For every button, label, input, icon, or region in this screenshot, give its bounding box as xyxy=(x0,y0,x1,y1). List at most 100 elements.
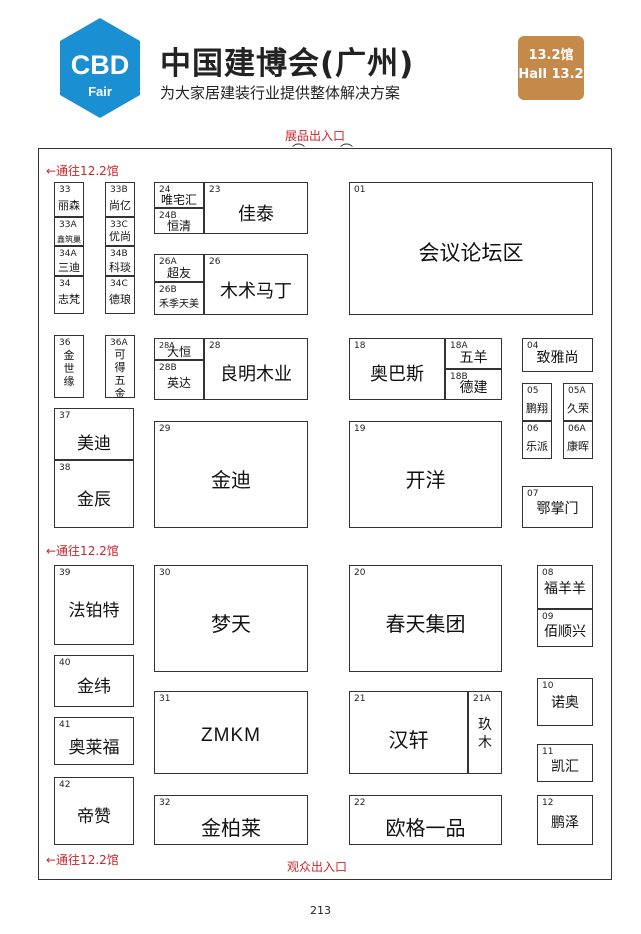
booth-37[interactable]: 37 美迪 xyxy=(54,408,134,460)
booth-33c[interactable]: 33C 优尚 xyxy=(105,217,135,246)
booth-33[interactable]: 33 丽森 xyxy=(54,182,84,217)
booth-19[interactable]: 19 开洋 xyxy=(349,421,502,528)
booth-28a[interactable]: 28A 大恒 xyxy=(154,338,204,360)
booth-name: 金辰 xyxy=(77,490,111,510)
booth-name: 可得五金 xyxy=(114,348,126,400)
booth-number: 33C xyxy=(110,220,128,230)
booth-number: 30 xyxy=(159,568,171,578)
booth-01[interactable]: 01 会议论坛区 xyxy=(349,182,593,315)
booth-number: 26 xyxy=(209,257,221,267)
booth-number: 34 xyxy=(59,279,71,289)
booth-26b[interactable]: 26B 禾季天美 xyxy=(154,282,204,315)
booth-name: 鹏泽 xyxy=(551,815,579,831)
booth-05a[interactable]: 05A 久荣 xyxy=(563,383,593,421)
booth-23[interactable]: 23 佳泰 xyxy=(204,182,308,234)
booth-32[interactable]: 32 金柏莱 xyxy=(154,795,308,845)
booth-name: 春天集团 xyxy=(385,612,466,636)
booth-06a[interactable]: 06A 康晖 xyxy=(563,421,593,459)
booth-34[interactable]: 34 志梵 xyxy=(54,276,84,314)
booth-name: 康晖 xyxy=(567,440,589,453)
booth-18b[interactable]: 18B 德建 xyxy=(445,369,502,400)
booth-40[interactable]: 40 金纬 xyxy=(54,655,134,707)
booth-18a[interactable]: 18A 五羊 xyxy=(445,338,502,369)
booth-name: 开洋 xyxy=(405,468,446,492)
booth-number: 05A xyxy=(568,386,586,396)
booth-42[interactable]: 42 帝赞 xyxy=(54,777,134,845)
booth-number: 34C xyxy=(110,279,128,289)
booth-name: 优尚 xyxy=(109,230,131,243)
booth-name: 凯汇 xyxy=(551,759,579,775)
booth-05[interactable]: 05 鹏翔 xyxy=(522,383,552,421)
booth-24[interactable]: 24 唯宅汇 xyxy=(154,182,204,208)
booth-34b[interactable]: 34B 科琰 xyxy=(105,246,135,276)
booth-26[interactable]: 26 木术马丁 xyxy=(204,254,308,315)
booth-name: 鑫筑巢 xyxy=(57,235,81,244)
booth-name: 乐派 xyxy=(526,440,548,453)
booth-number: 08 xyxy=(542,568,554,578)
booth-31[interactable]: 31 ZMKM xyxy=(154,691,308,774)
booth-04[interactable]: 04 致雅尚 xyxy=(522,338,593,372)
booth-28b[interactable]: 28B 英达 xyxy=(154,360,204,400)
booth-34a[interactable]: 34A 三迪 xyxy=(54,246,84,276)
booth-number: 05 xyxy=(527,386,539,396)
booth-24b[interactable]: 24B 恒清 xyxy=(154,208,204,234)
passage-label-bottom: ←通往12.2馆 xyxy=(46,853,119,867)
booth-10[interactable]: 10 诺奥 xyxy=(537,678,593,726)
booth-30[interactable]: 30 梦天 xyxy=(154,565,308,672)
booth-number: 06A xyxy=(568,424,586,434)
booth-number: 36A xyxy=(110,338,128,348)
booth-name: 致雅尚 xyxy=(536,350,579,366)
booth-28[interactable]: 28 良明木业 xyxy=(204,338,308,400)
booth-name: 欧格一品 xyxy=(385,816,466,840)
booth-21a[interactable]: 21A 玖木 xyxy=(468,691,502,774)
booth-number: 37 xyxy=(59,411,71,421)
booth-18[interactable]: 18 奥巴斯 xyxy=(349,338,445,400)
booth-number: 24 xyxy=(159,185,171,195)
logo-text: CBD xyxy=(71,50,130,80)
booth-34c[interactable]: 34C 德琅 xyxy=(105,276,135,314)
booth-name: 木术马丁 xyxy=(220,281,292,302)
booth-26a[interactable]: 26A 超友 xyxy=(154,254,204,282)
booth-38[interactable]: 38 金辰 xyxy=(54,460,134,528)
entrance-top-marker-right: ⌒ xyxy=(340,144,354,159)
booth-name: 科琰 xyxy=(109,261,131,274)
booth-name: 德琅 xyxy=(109,293,131,306)
booth-36[interactable]: 36 金世缘 xyxy=(54,335,84,398)
booth-name: 玖木 xyxy=(478,717,492,751)
booth-33b[interactable]: 33B 尚亿 xyxy=(105,182,135,217)
booth-11[interactable]: 11 凯汇 xyxy=(537,744,593,782)
booth-number: 21 xyxy=(354,694,366,704)
booth-number: 28B xyxy=(159,363,177,373)
booth-number: 09 xyxy=(542,612,554,622)
booth-name: 大恒 xyxy=(166,345,191,359)
booth-number: 32 xyxy=(159,798,171,808)
booth-08[interactable]: 08 福羊羊 xyxy=(537,565,593,609)
booth-07[interactable]: 07 鄂掌门 xyxy=(522,486,593,528)
booth-number: 34B xyxy=(110,249,128,259)
booth-number: 26A xyxy=(159,257,177,267)
booth-number: 33A xyxy=(59,220,77,230)
booth-06[interactable]: 06 乐派 xyxy=(522,421,552,459)
booth-21[interactable]: 21 汉轩 xyxy=(349,691,468,774)
booth-number: 29 xyxy=(159,424,171,434)
booth-name: 金世缘 xyxy=(63,349,75,388)
booth-name: 金柏莱 xyxy=(201,816,261,840)
booth-name: 佰顺兴 xyxy=(544,624,586,640)
booth-20[interactable]: 20 春天集团 xyxy=(349,565,502,672)
booth-22[interactable]: 22 欧格一品 xyxy=(349,795,502,845)
booth-39[interactable]: 39 法铂特 xyxy=(54,565,134,645)
booth-29[interactable]: 29 金迪 xyxy=(154,421,308,528)
booth-36a[interactable]: 36A 可得五金 xyxy=(105,335,135,400)
booth-name: 会议论坛区 xyxy=(418,241,524,265)
booth-number: 40 xyxy=(59,658,71,668)
booth-33a[interactable]: 33A 鑫筑巢 xyxy=(54,217,84,246)
booth-12[interactable]: 12 鹏泽 xyxy=(537,795,593,845)
booth-number: 18B xyxy=(450,372,468,382)
booth-41[interactable]: 41 奥莱福 xyxy=(54,717,134,765)
booth-number: 36 xyxy=(59,338,71,348)
booth-09[interactable]: 09 佰顺兴 xyxy=(537,609,593,647)
booth-number: 19 xyxy=(354,424,366,434)
booth-name: 金纬 xyxy=(77,677,111,697)
booth-name: 鄂掌门 xyxy=(536,501,579,517)
booth-name: 五羊 xyxy=(459,350,488,366)
